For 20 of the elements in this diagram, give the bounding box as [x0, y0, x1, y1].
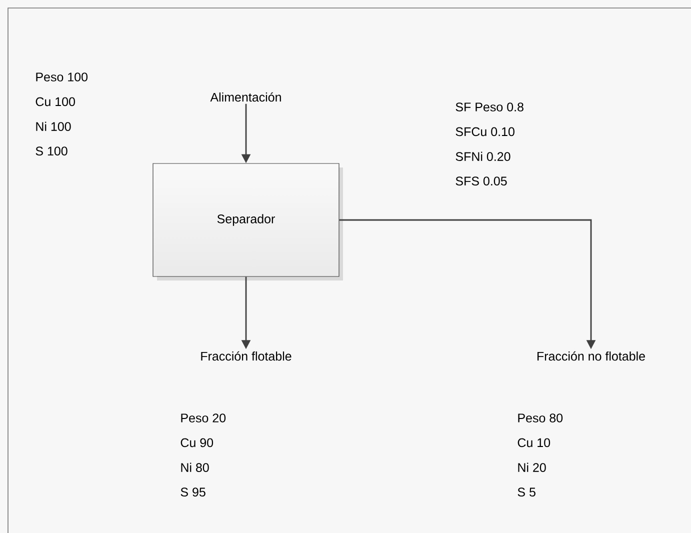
value-label: SFS 0.05: [456, 176, 507, 186]
value-label: Cu 10: [518, 438, 550, 448]
flow-label: Fracción no flotable: [537, 351, 645, 361]
value-label: SFNi 0.20: [456, 152, 510, 161]
flow-label: Fracción flotable: [201, 351, 292, 361]
value-label: Peso 100: [36, 72, 88, 82]
flow-label: Alimentación: [210, 92, 281, 102]
value-label: SF Peso 0.8: [456, 102, 524, 112]
value-label: Cu 100: [36, 97, 75, 106]
value-label: Ni 20: [518, 462, 546, 472]
value-label: Peso 20: [181, 414, 226, 422]
value-label: Cu 90: [180, 438, 214, 448]
value-label: SFCu 0.10: [456, 127, 514, 136]
value-label: Ni 100: [36, 122, 71, 131]
value-label: Peso 80: [518, 414, 563, 422]
value-label: S 100: [36, 146, 68, 156]
value-label: S 5: [518, 488, 536, 497]
value-label: Ni 80: [181, 462, 209, 472]
process-box: Separador: [152, 163, 343, 280]
value-label: S 95: [180, 488, 206, 497]
